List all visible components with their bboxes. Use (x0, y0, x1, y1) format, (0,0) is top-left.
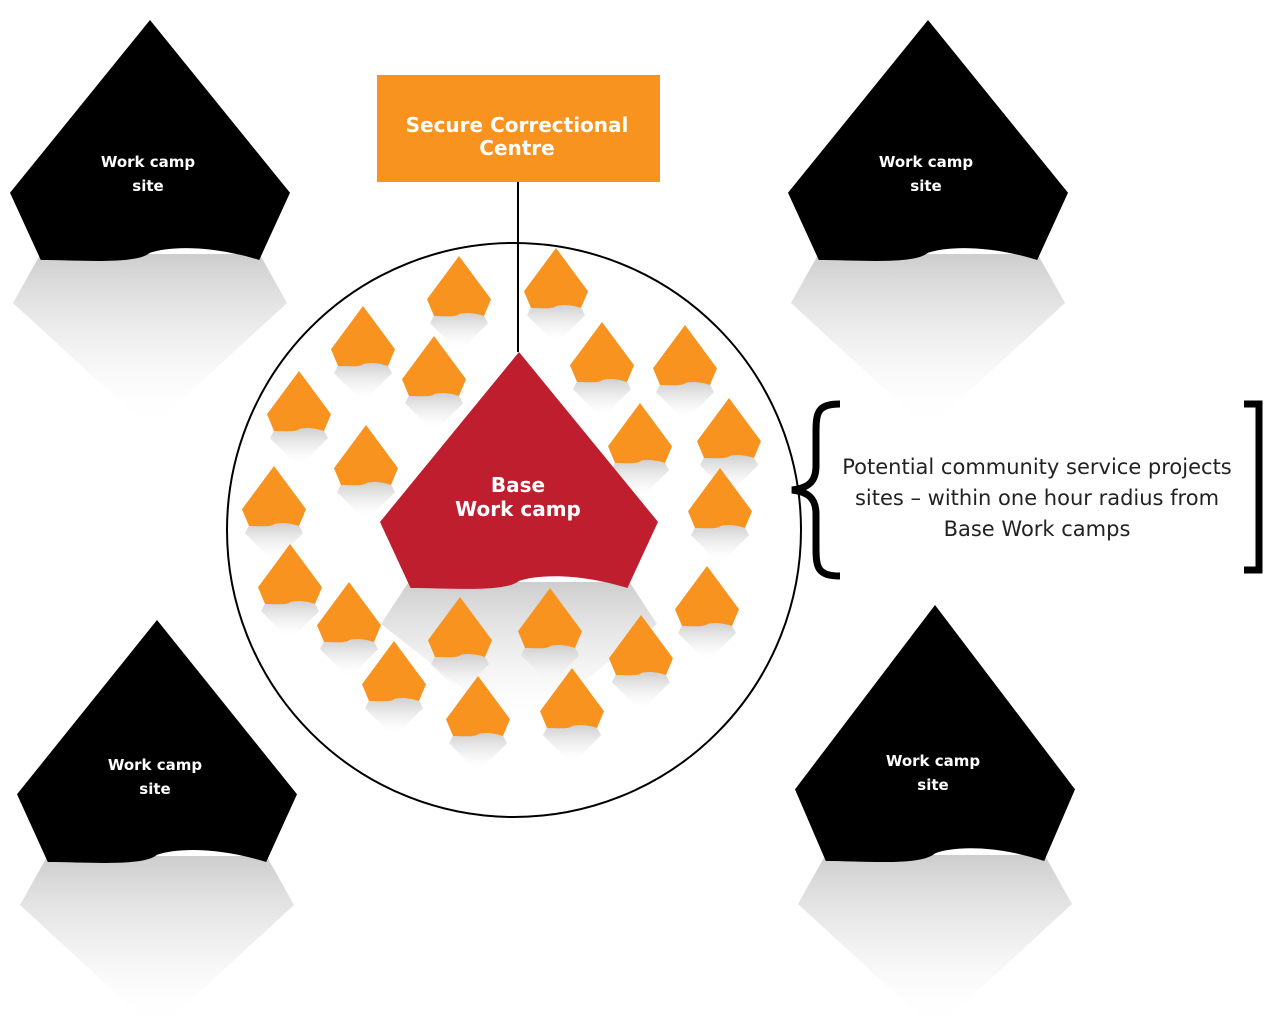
secure-centre-label-1: Secure Correctional (406, 113, 629, 137)
project-site-marker (609, 615, 673, 676)
work-camp-site-label-2: site (139, 780, 170, 798)
project-site-marker (653, 325, 717, 386)
project-site-reflection (449, 732, 507, 772)
project-site-reflection (691, 524, 749, 564)
work-camp-site: Work camp site (795, 605, 1075, 863)
project-site-marker (331, 306, 395, 367)
project-site-reflection (700, 454, 758, 494)
project-site-reflection (612, 671, 670, 711)
project-site-marker (688, 468, 752, 529)
work-camp-site-reflection (13, 254, 287, 429)
project-site-reflection (678, 622, 736, 662)
work-camp-site-reflection (798, 855, 1072, 1028)
base-camp-label-1: Base (491, 473, 545, 497)
work-camp-site-label-2: site (910, 177, 941, 195)
work-camp-site-label-1: Work camp (886, 752, 981, 770)
project-site-reflection (334, 362, 392, 402)
project-site-reflection (521, 644, 579, 684)
project-site-reflection (543, 724, 601, 764)
project-site-reflection (261, 600, 319, 640)
project-site-marker (258, 544, 322, 605)
project-site-marker (697, 398, 761, 459)
secure-correctional-centre: Secure Correctional Centre (377, 75, 660, 182)
annotation: Potential community service projects sit… (842, 455, 1232, 541)
work-camp-site: Work camp site (788, 20, 1068, 261)
annotation-line-1: Potential community service projects (842, 455, 1232, 479)
work-camp-site: Work camp site (17, 620, 297, 863)
project-site-reflection (245, 522, 303, 562)
project-site-reflection (365, 697, 423, 737)
project-site-marker (317, 582, 381, 643)
reflections (13, 254, 1072, 1028)
project-site-marker (334, 425, 398, 486)
project-site-marker (242, 466, 306, 527)
secure-centre-box (377, 75, 660, 182)
work-camp-site-label-1: Work camp (879, 153, 974, 171)
project-site-reflection (320, 638, 378, 678)
secure-centre-label-2: Centre (479, 136, 554, 160)
project-site-marker (518, 588, 582, 649)
project-site-marker (267, 371, 331, 432)
annotation-line-3: Base Work camps (944, 517, 1131, 541)
project-site-marker (402, 336, 466, 397)
annotation-line-2: sites – within one hour radius from (855, 486, 1219, 510)
project-site-reflection (405, 392, 463, 432)
work-camp-site-reflection (20, 856, 294, 1028)
project-site-reflection (337, 481, 395, 521)
work-camp-site-shape (795, 605, 1075, 863)
base-camp-label-2: Work camp (455, 497, 581, 521)
one-hour-radius-circle (226, 242, 802, 818)
project-site-reflection (611, 459, 669, 499)
project-site-marker (524, 248, 588, 309)
project-site-marker (446, 676, 510, 737)
work-camp-site-shape (17, 620, 297, 863)
project-site-marker (427, 256, 491, 317)
project-site-reflection (656, 381, 714, 421)
project-site-reflection (430, 312, 488, 352)
project-site-reflection (527, 304, 585, 344)
project-site-reflection (270, 427, 328, 467)
work-camp-site-reflection (791, 254, 1065, 429)
project-site-reflection (431, 653, 489, 693)
project-site-marker (570, 322, 634, 383)
project-site-reflection (573, 378, 631, 418)
work-camp-site-label-2: site (132, 177, 163, 195)
project-site-marker (608, 403, 672, 464)
work-camp-site-shape (10, 20, 290, 261)
work-camp-site: Work camp site (10, 20, 290, 261)
base-work-camp: Base Work camp (380, 352, 658, 589)
work-camp-site-label-2: site (917, 776, 948, 794)
work-camp-site-shape (788, 20, 1068, 261)
project-site-marker (428, 597, 492, 658)
work-camp-site-label-1: Work camp (108, 756, 203, 774)
project-site-marker (362, 641, 426, 702)
base-camp-shape (380, 352, 658, 589)
right-square-bracket (1244, 400, 1263, 574)
project-sites (242, 248, 761, 737)
project-site-marker (675, 566, 739, 627)
project-site-marker (540, 668, 604, 729)
work-camp-site-label-1: Work camp (101, 153, 196, 171)
left-curly-brace (791, 400, 841, 580)
